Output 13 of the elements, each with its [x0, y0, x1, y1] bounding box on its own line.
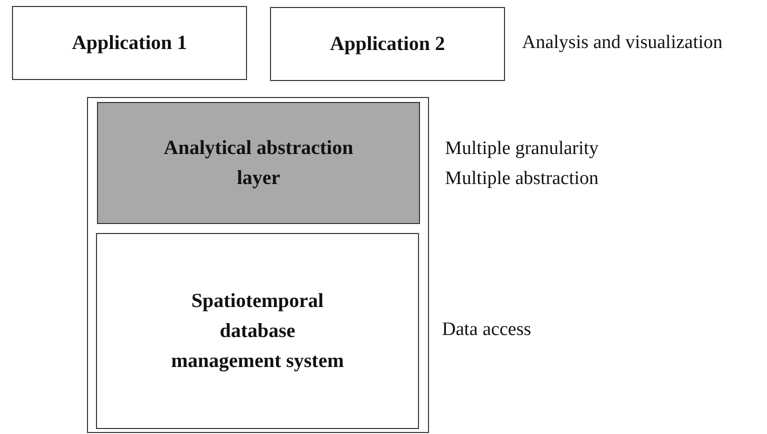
- node-label: Application 2: [328, 32, 446, 57]
- layer-box: [96, 233, 419, 429]
- layer-box: [97, 102, 420, 224]
- node-label: Analytical abstraction layer: [162, 136, 354, 191]
- side-note: Data access: [442, 318, 532, 342]
- side-note: Multiple granularity: [445, 137, 599, 161]
- node-label: Application 1: [70, 31, 188, 56]
- side-note: Multiple abstraction: [445, 167, 599, 191]
- application-box: [12, 6, 247, 80]
- node-label: Spatiotemporal database management system: [170, 289, 345, 374]
- application-box: [270, 7, 505, 81]
- system-frame: [87, 97, 429, 433]
- side-note: Analysis and visualization: [522, 31, 723, 55]
